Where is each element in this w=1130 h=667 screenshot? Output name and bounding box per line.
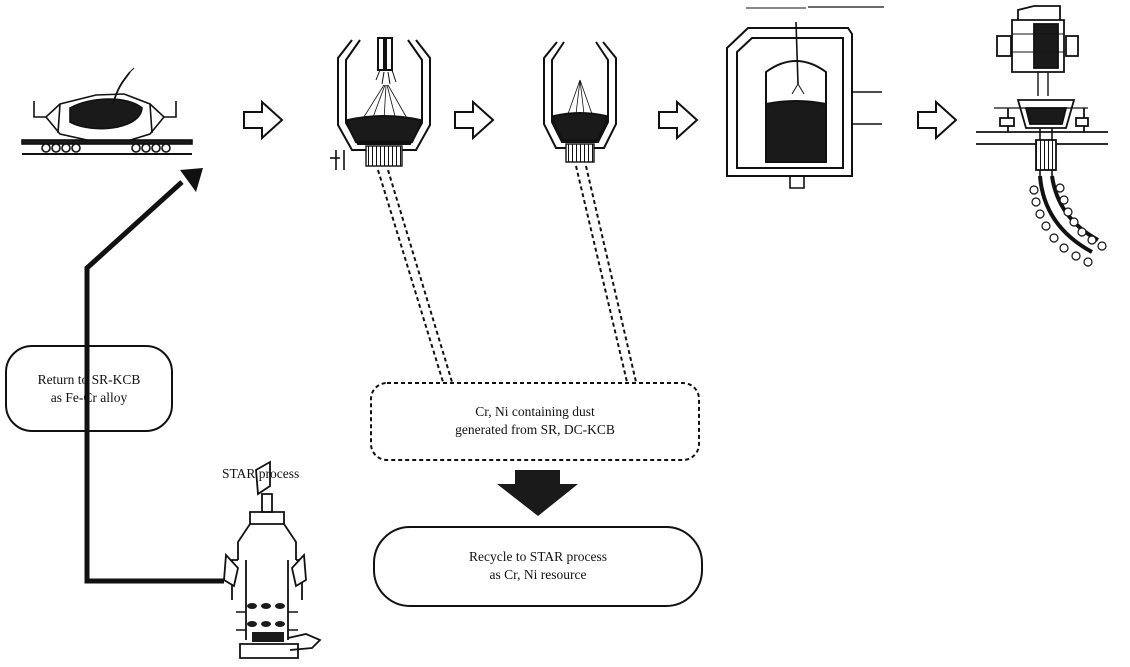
return-path-arrow: [84, 180, 224, 584]
star-furnace-icon: [223, 460, 322, 659]
return-arrow-head: [180, 168, 203, 192]
dc-kcb-converter-icon: [543, 41, 617, 163]
dust-box-label: Cr, Ni containing dust generated from SR…: [371, 403, 699, 439]
torpedo-car-icon: [21, 67, 193, 155]
sr-kcb-converter-icon: [330, 37, 431, 170]
recycle-box-label: Recycle to STAR process as Cr, Ni resour…: [374, 548, 702, 584]
return-box-label: Return to SR-KCB as Fe-Cr alloy: [6, 371, 172, 407]
process-arrow-2: [454, 99, 495, 141]
dust-line-sr-right: [387, 169, 453, 383]
recycle-box: [373, 526, 703, 607]
recycle-arrow-down: [497, 470, 578, 516]
dust-line-dc-left: [575, 165, 628, 383]
dust-box-line2: generated from SR, DC-KCB: [455, 422, 615, 437]
recycle-box-line1: Recycle to STAR process: [468, 549, 607, 564]
process-arrow-1: [243, 99, 284, 141]
dust-line-sr-left: [377, 169, 444, 383]
recycle-box-line2: as Cr, Ni resource: [489, 567, 587, 582]
return-box-line2: as Fe-Cr alloy: [50, 390, 128, 405]
dust-box: [370, 382, 700, 461]
vacuum-degasser-icon: [726, 6, 884, 189]
dust-flow-lines: [377, 165, 637, 383]
dust-box-line1: Cr, Ni containing dust: [475, 404, 595, 419]
star-process-caption: STAR process: [222, 466, 299, 481]
process-arrow-4: [917, 99, 958, 141]
process-arrow-3: [658, 99, 699, 141]
dust-line-dc-right: [585, 165, 637, 383]
return-box-line1: Return to SR-KCB: [37, 372, 141, 387]
continuous-caster-icon: [976, 5, 1108, 267]
